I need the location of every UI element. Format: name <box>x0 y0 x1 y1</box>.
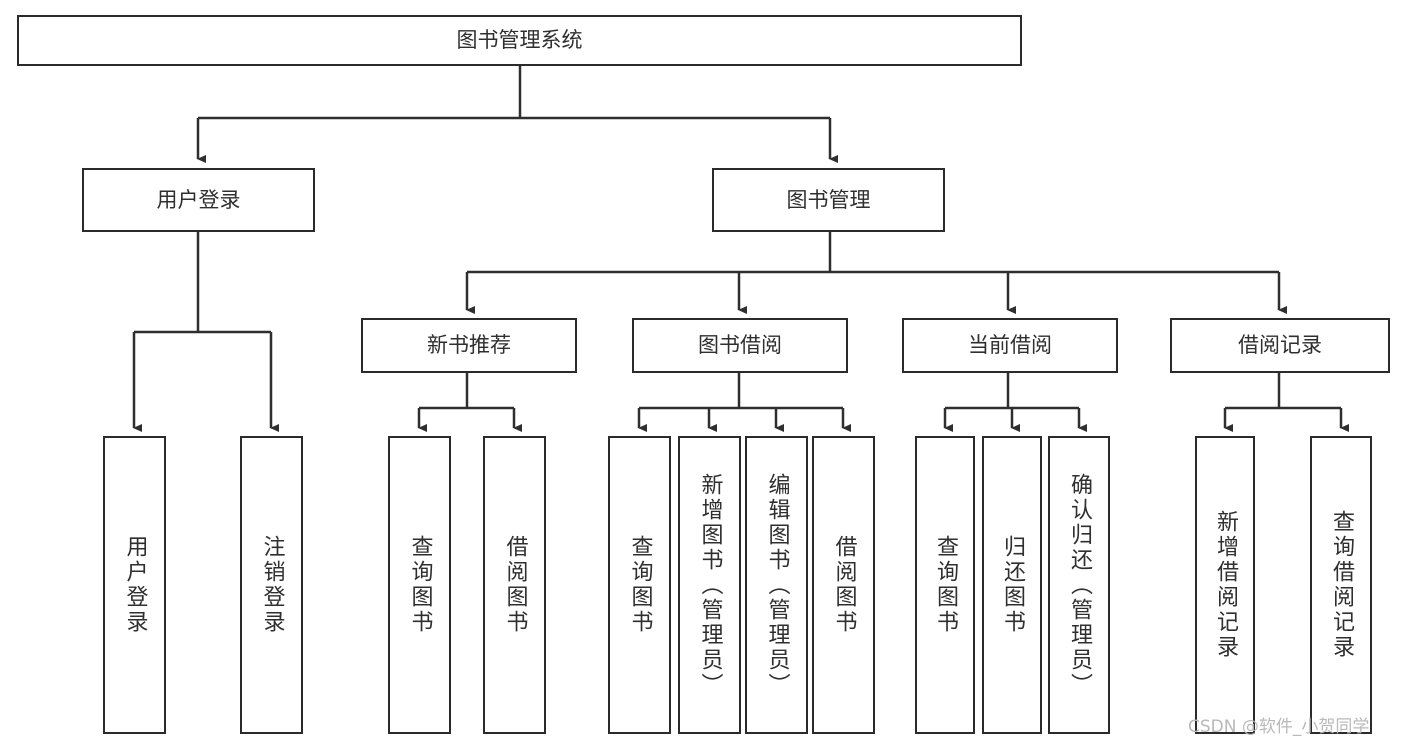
node-root-label: 图书管理系统 <box>456 28 583 53</box>
node-leaf-add-book[interactable]: 新增图书（管理员） <box>678 436 741 734</box>
node-leaf-user-logout[interactable]: 注销登录 <box>240 436 303 734</box>
node-leaf-add-record[interactable]: 新增借阅记录 <box>1195 436 1255 734</box>
node-book-borrow-label: 图书借阅 <box>698 333 782 358</box>
node-current-borrow[interactable]: 当前借阅 <box>902 318 1118 373</box>
node-current-borrow-label: 当前借阅 <box>968 333 1052 358</box>
node-leaf-user-login-label: 用户登录 <box>122 535 148 635</box>
node-leaf-confirm-return[interactable]: 确认归还（管理员） <box>1048 436 1110 734</box>
node-leaf-borrow-book-rec-label: 借阅图书 <box>502 535 528 635</box>
edge-group-root <box>196 66 838 163</box>
node-new-book-rec-label: 新书推荐 <box>427 333 511 358</box>
edge-group-current-borrow <box>943 373 1087 432</box>
node-leaf-borrow-book-label: 借阅图书 <box>831 535 857 635</box>
edge-group-user-login <box>132 232 279 432</box>
node-leaf-edit-book[interactable]: 编辑图书（管理员） <box>745 436 808 734</box>
node-book-borrow[interactable]: 图书借阅 <box>632 318 848 373</box>
edge-group-borrow-record <box>1223 373 1349 432</box>
edge-group-book-borrow <box>637 373 851 432</box>
node-leaf-user-login[interactable]: 用户登录 <box>103 436 166 734</box>
node-book-manage[interactable]: 图书管理 <box>712 168 945 232</box>
node-leaf-query-book-borrow[interactable]: 查询图书 <box>608 436 671 734</box>
node-leaf-query-book-borrow-label: 查询图书 <box>627 535 653 635</box>
node-leaf-confirm-return-label: 确认归还（管理员） <box>1067 472 1092 698</box>
node-user-login-label: 用户登录 <box>156 187 241 212</box>
node-leaf-query-book-rec-label: 查询图书 <box>407 535 433 635</box>
node-leaf-return-book-label: 归还图书 <box>1000 535 1025 635</box>
node-borrow-record[interactable]: 借阅记录 <box>1170 318 1390 373</box>
node-leaf-user-logout-label: 注销登录 <box>259 535 285 635</box>
node-leaf-return-book[interactable]: 归还图书 <box>982 436 1042 734</box>
node-leaf-query-book-rec[interactable]: 查询图书 <box>388 436 451 734</box>
node-leaf-edit-book-label: 编辑图书（管理员） <box>764 472 790 698</box>
node-new-book-rec[interactable]: 新书推荐 <box>361 318 577 373</box>
node-leaf-add-book-label: 新增图书（管理员） <box>697 472 723 698</box>
node-book-manage-label: 图书管理 <box>786 187 871 212</box>
node-borrow-record-label: 借阅记录 <box>1238 333 1322 358</box>
node-leaf-query-record[interactable]: 查询借阅记录 <box>1310 436 1372 734</box>
edge-group-new-book-rec <box>417 373 522 432</box>
node-leaf-query-book-cur[interactable]: 查询图书 <box>915 436 975 734</box>
node-leaf-borrow-book[interactable]: 借阅图书 <box>812 436 875 734</box>
edge-group-book-manage <box>465 232 1287 314</box>
node-leaf-borrow-book-rec[interactable]: 借阅图书 <box>483 436 546 734</box>
node-leaf-query-record-label: 查询借阅记录 <box>1329 510 1354 660</box>
node-user-login[interactable]: 用户登录 <box>82 168 315 232</box>
node-leaf-query-book-cur-label: 查询图书 <box>933 535 958 635</box>
node-root[interactable]: 图书管理系统 <box>17 15 1022 66</box>
node-leaf-add-record-label: 新增借阅记录 <box>1213 510 1238 660</box>
